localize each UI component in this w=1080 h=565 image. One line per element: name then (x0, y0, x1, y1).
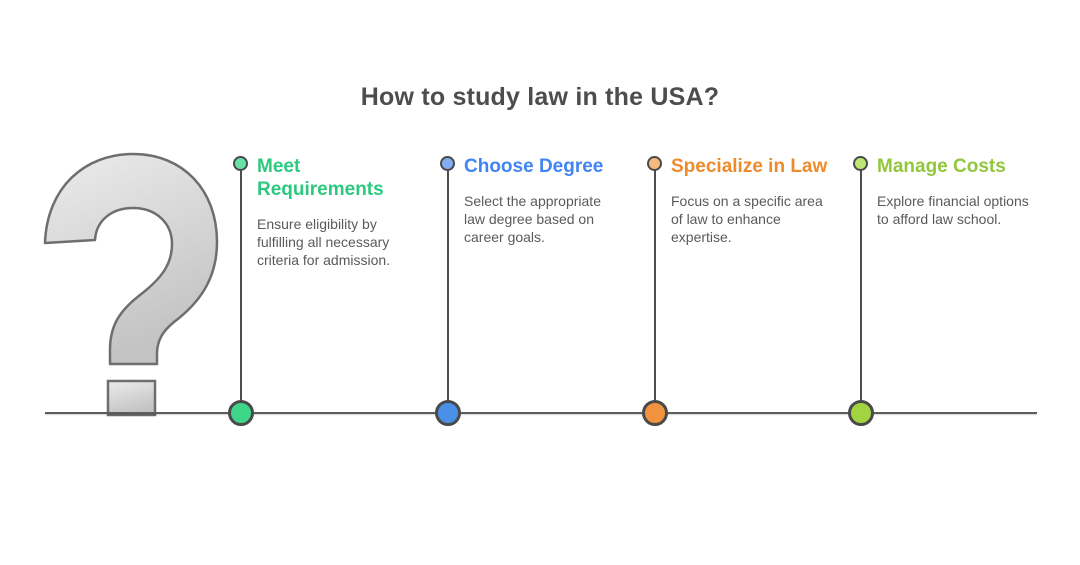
step-2-marker-dot (440, 156, 455, 171)
step-4-heading: Manage Costs (877, 156, 1006, 177)
step-3-stem (654, 163, 656, 413)
question-mark-dot (106, 379, 157, 417)
step-3-description: Focus on a specific area of law to enhan… (671, 193, 823, 245)
step-4-description: Explore financial options to afford law … (877, 193, 1029, 227)
step-1-heading: Meet Requirements (257, 156, 384, 200)
step-4-node-dot (848, 400, 874, 426)
step-3: Specialize in Law Focus on a specific ar… (671, 155, 835, 246)
step-1-description: Ensure eligibility by fulfilling all nec… (257, 216, 391, 268)
page-title: How to study law in the USA? (360, 83, 720, 111)
step-2-description: Select the appropriate law degree based … (464, 193, 601, 245)
step-4-stem (860, 163, 862, 413)
timeline-line (45, 412, 1037, 414)
step-1-stem (240, 163, 242, 413)
step-3-heading: Specialize in Law (671, 156, 828, 177)
step-2: Choose Degree Select the appropriate law… (464, 155, 624, 246)
step-2-stem (447, 163, 449, 413)
step-1-node-dot (228, 400, 254, 426)
question-mark-curl (43, 152, 219, 366)
step-2-node-dot (435, 400, 461, 426)
step-3-node-dot (642, 400, 668, 426)
step-1: Meet Requirements Ensure eligibility by … (257, 155, 407, 269)
step-2-heading: Choose Degree (464, 156, 604, 177)
question-mark-icon (43, 152, 219, 417)
step-4: Manage Costs Explore financial options t… (877, 155, 1039, 228)
step-4-marker-dot (853, 156, 868, 171)
step-3-marker-dot (647, 156, 662, 171)
step-1-marker-dot (233, 156, 248, 171)
